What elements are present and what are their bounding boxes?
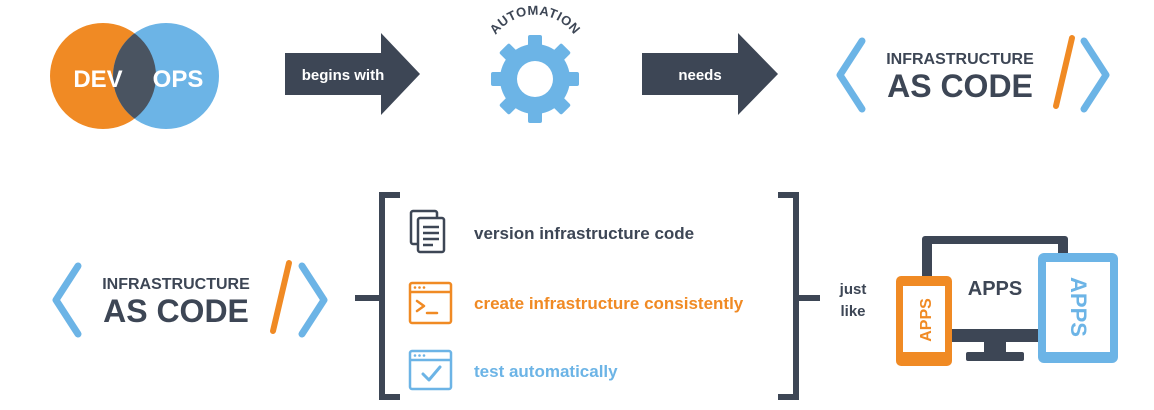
document-icon [409, 209, 446, 254]
orange-slash [1053, 35, 1075, 109]
tablet-icon: APPS [1038, 253, 1118, 363]
arrow-label: begins with [302, 67, 385, 84]
list-item-create: create infrastructure consistently [408, 281, 744, 325]
dev-label: DEV [73, 66, 122, 93]
right-angle-bracket [298, 262, 328, 338]
phone-icon: APPS [896, 276, 952, 366]
monitor-apps-label: APPS [968, 278, 1022, 300]
monitor-icon: APPS [922, 236, 1068, 361]
phone-apps-label: APPS [918, 298, 935, 342]
item-label: version infrastructure code [474, 224, 694, 243]
right-angle-bracket [1080, 37, 1110, 113]
automation-label: AUTOMATION [486, 3, 583, 37]
item-label: test automatically [474, 362, 618, 381]
iac-logo-bottom: INFRASTRUCTURE AS CODE [52, 260, 328, 338]
list-item-version: version infrastructure code [409, 209, 694, 254]
orange-slash [270, 260, 292, 334]
left-angle-bracket [52, 262, 82, 338]
devops-venn: DEV OPS [50, 23, 219, 129]
devices-group: APPS APPS APPS [896, 236, 1118, 366]
iac-line2: AS CODE [887, 68, 1033, 104]
left-square-bracket [355, 192, 400, 400]
checkmark-window-icon [408, 349, 453, 391]
automation-group: AUTOMATION [486, 3, 583, 123]
iac-line1: INFRASTRUCTURE [886, 51, 1034, 68]
right-square-bracket [778, 192, 820, 400]
terminal-window-icon [408, 281, 453, 325]
arrow-label: needs [678, 67, 721, 84]
left-angle-bracket [836, 37, 866, 113]
begins-with-arrow: begins with [285, 33, 420, 115]
iac-logo-top: INFRASTRUCTURE AS CODE [836, 35, 1110, 113]
ops-label: OPS [153, 66, 204, 93]
iac-line2: AS CODE [103, 293, 249, 329]
item-label: create infrastructure consistently [474, 294, 744, 313]
tablet-apps-label: APPS [1066, 277, 1091, 337]
gear-icon [491, 35, 579, 123]
like-label: like [840, 303, 865, 320]
just-label: just [839, 281, 867, 298]
venn-overlap [113, 23, 156, 129]
list-item-test: test automatically [408, 349, 618, 391]
iac-line1: INFRASTRUCTURE [102, 276, 250, 293]
arrow-shape [642, 33, 778, 115]
needs-arrow: needs [642, 33, 778, 115]
arrow-shape [285, 33, 420, 115]
